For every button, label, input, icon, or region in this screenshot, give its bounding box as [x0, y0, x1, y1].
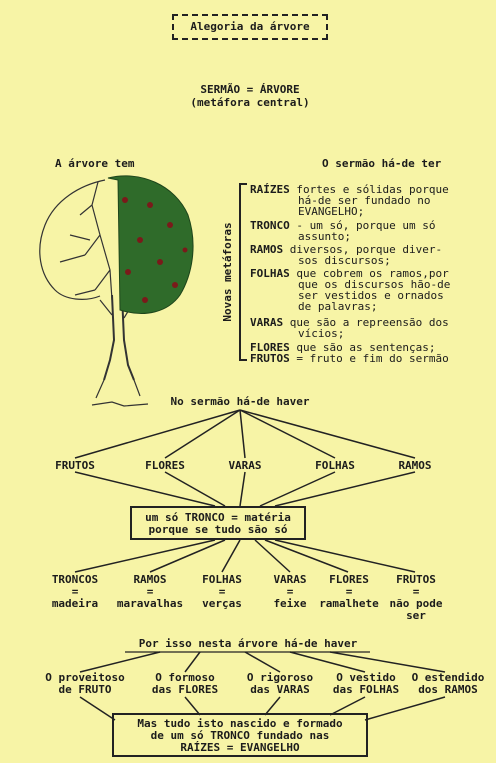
- metaphor-frutos: FRUTOS = fruto e fim do sermão: [250, 352, 449, 365]
- level2-flores: FLORES = ramalhete: [319, 573, 379, 610]
- conclusion-line2: de um só TRONCO fundado nas: [150, 729, 330, 742]
- metaphor-folhas-line4: de palavras;: [298, 300, 378, 313]
- level3-ramos: O estendido dos RAMOS: [411, 671, 485, 696]
- tronco-box-line1: um só TRONCO = matéria: [145, 511, 291, 524]
- tronco-box: um só TRONCO = matéria porque se tudo sã…: [130, 506, 306, 540]
- page-title: Alegoria da árvore: [172, 14, 328, 40]
- metaphor-varas: VARAS que são a repreensão dos: [250, 316, 449, 329]
- metaphor-varas-line2: vícios;: [298, 327, 345, 340]
- metaphor-ramos-line2: sos discursos;: [298, 254, 391, 267]
- level1-ramos: RAMOS: [398, 459, 432, 472]
- por-isso-label: Por isso nesta árvore há-de haver: [138, 637, 358, 650]
- haver-connectors: [74, 409, 416, 459]
- central-metaphor: SERMÃO = ÁRVORE: [200, 83, 300, 96]
- level2-frutos: FRUTOS = não pode ser: [389, 573, 443, 622]
- metaphor-raizes-line3: EVANGELHO;: [298, 205, 365, 218]
- tree-foliage: [107, 175, 194, 314]
- tree-label: A árvore tem: [55, 157, 135, 170]
- level3-folhas: O vestido das FOLHAS: [332, 671, 400, 696]
- tronco-box-line2: porque se tudo são só: [148, 523, 288, 536]
- level3-flores: O formoso das FLORES: [151, 671, 219, 696]
- level3-varas: O rigoroso das VARAS: [246, 671, 314, 696]
- conclusion-box: Mas tudo isto nascido e formado de um só…: [112, 713, 368, 757]
- level1-connectors: [74, 471, 416, 507]
- haver-label: No sermão há-de haver: [170, 395, 310, 408]
- level2-folhas: FOLHAS = verças: [202, 573, 242, 610]
- metaphor-raizes-line2: há-de ser fundado no: [298, 194, 431, 207]
- level2-troncos: TRONCOS = madeira: [51, 573, 99, 610]
- level1-frutos: FRUTOS: [55, 459, 95, 472]
- level2-connectors: [74, 539, 416, 573]
- metaphor-ramos: RAMOS diversos, porque diver-: [250, 243, 443, 256]
- sermon-label: O sermão há-de ter: [322, 157, 442, 170]
- level2-varas: VARAS = feixe: [273, 573, 307, 610]
- metaphor-tronco: TRONCO - um só, porque um só: [250, 219, 436, 232]
- metaphor-folhas-line3: ser vestidos e ornados: [298, 289, 444, 302]
- central-metaphor-subtitle: (metáfora central): [190, 96, 310, 109]
- level3-connectors: [79, 696, 446, 721]
- level1-flores: FLORES: [145, 459, 185, 472]
- conclusion-line3: RAÍZES = EVANGELHO: [180, 741, 300, 754]
- level1-varas: VARAS: [228, 459, 262, 472]
- metaphor-folhas: FOLHAS que cobrem os ramos,por: [250, 267, 449, 280]
- level2-ramos: RAMOS = maravalhas: [116, 573, 184, 610]
- metaphor-tronco-line2: assunto;: [298, 230, 351, 243]
- level1-folhas: FOLHAS: [315, 459, 355, 472]
- conclusion-line1: Mas tudo isto nascido e formado: [137, 717, 343, 730]
- level3-fruto: O proveitoso de FRUTO: [45, 671, 125, 696]
- metaphor-flores: FLORES que são as sentenças;: [250, 341, 436, 354]
- novas-metaforas-label: Novas metáforas: [221, 222, 234, 322]
- tree-illustration: [39, 179, 149, 407]
- metaphor-raizes: RAÍZES fortes e sólidas porque: [250, 183, 449, 196]
- metaphor-bracket: [239, 183, 247, 361]
- metaphor-folhas-line2: que os discursos hão-de: [298, 278, 451, 291]
- por-isso-connectors: [79, 651, 446, 673]
